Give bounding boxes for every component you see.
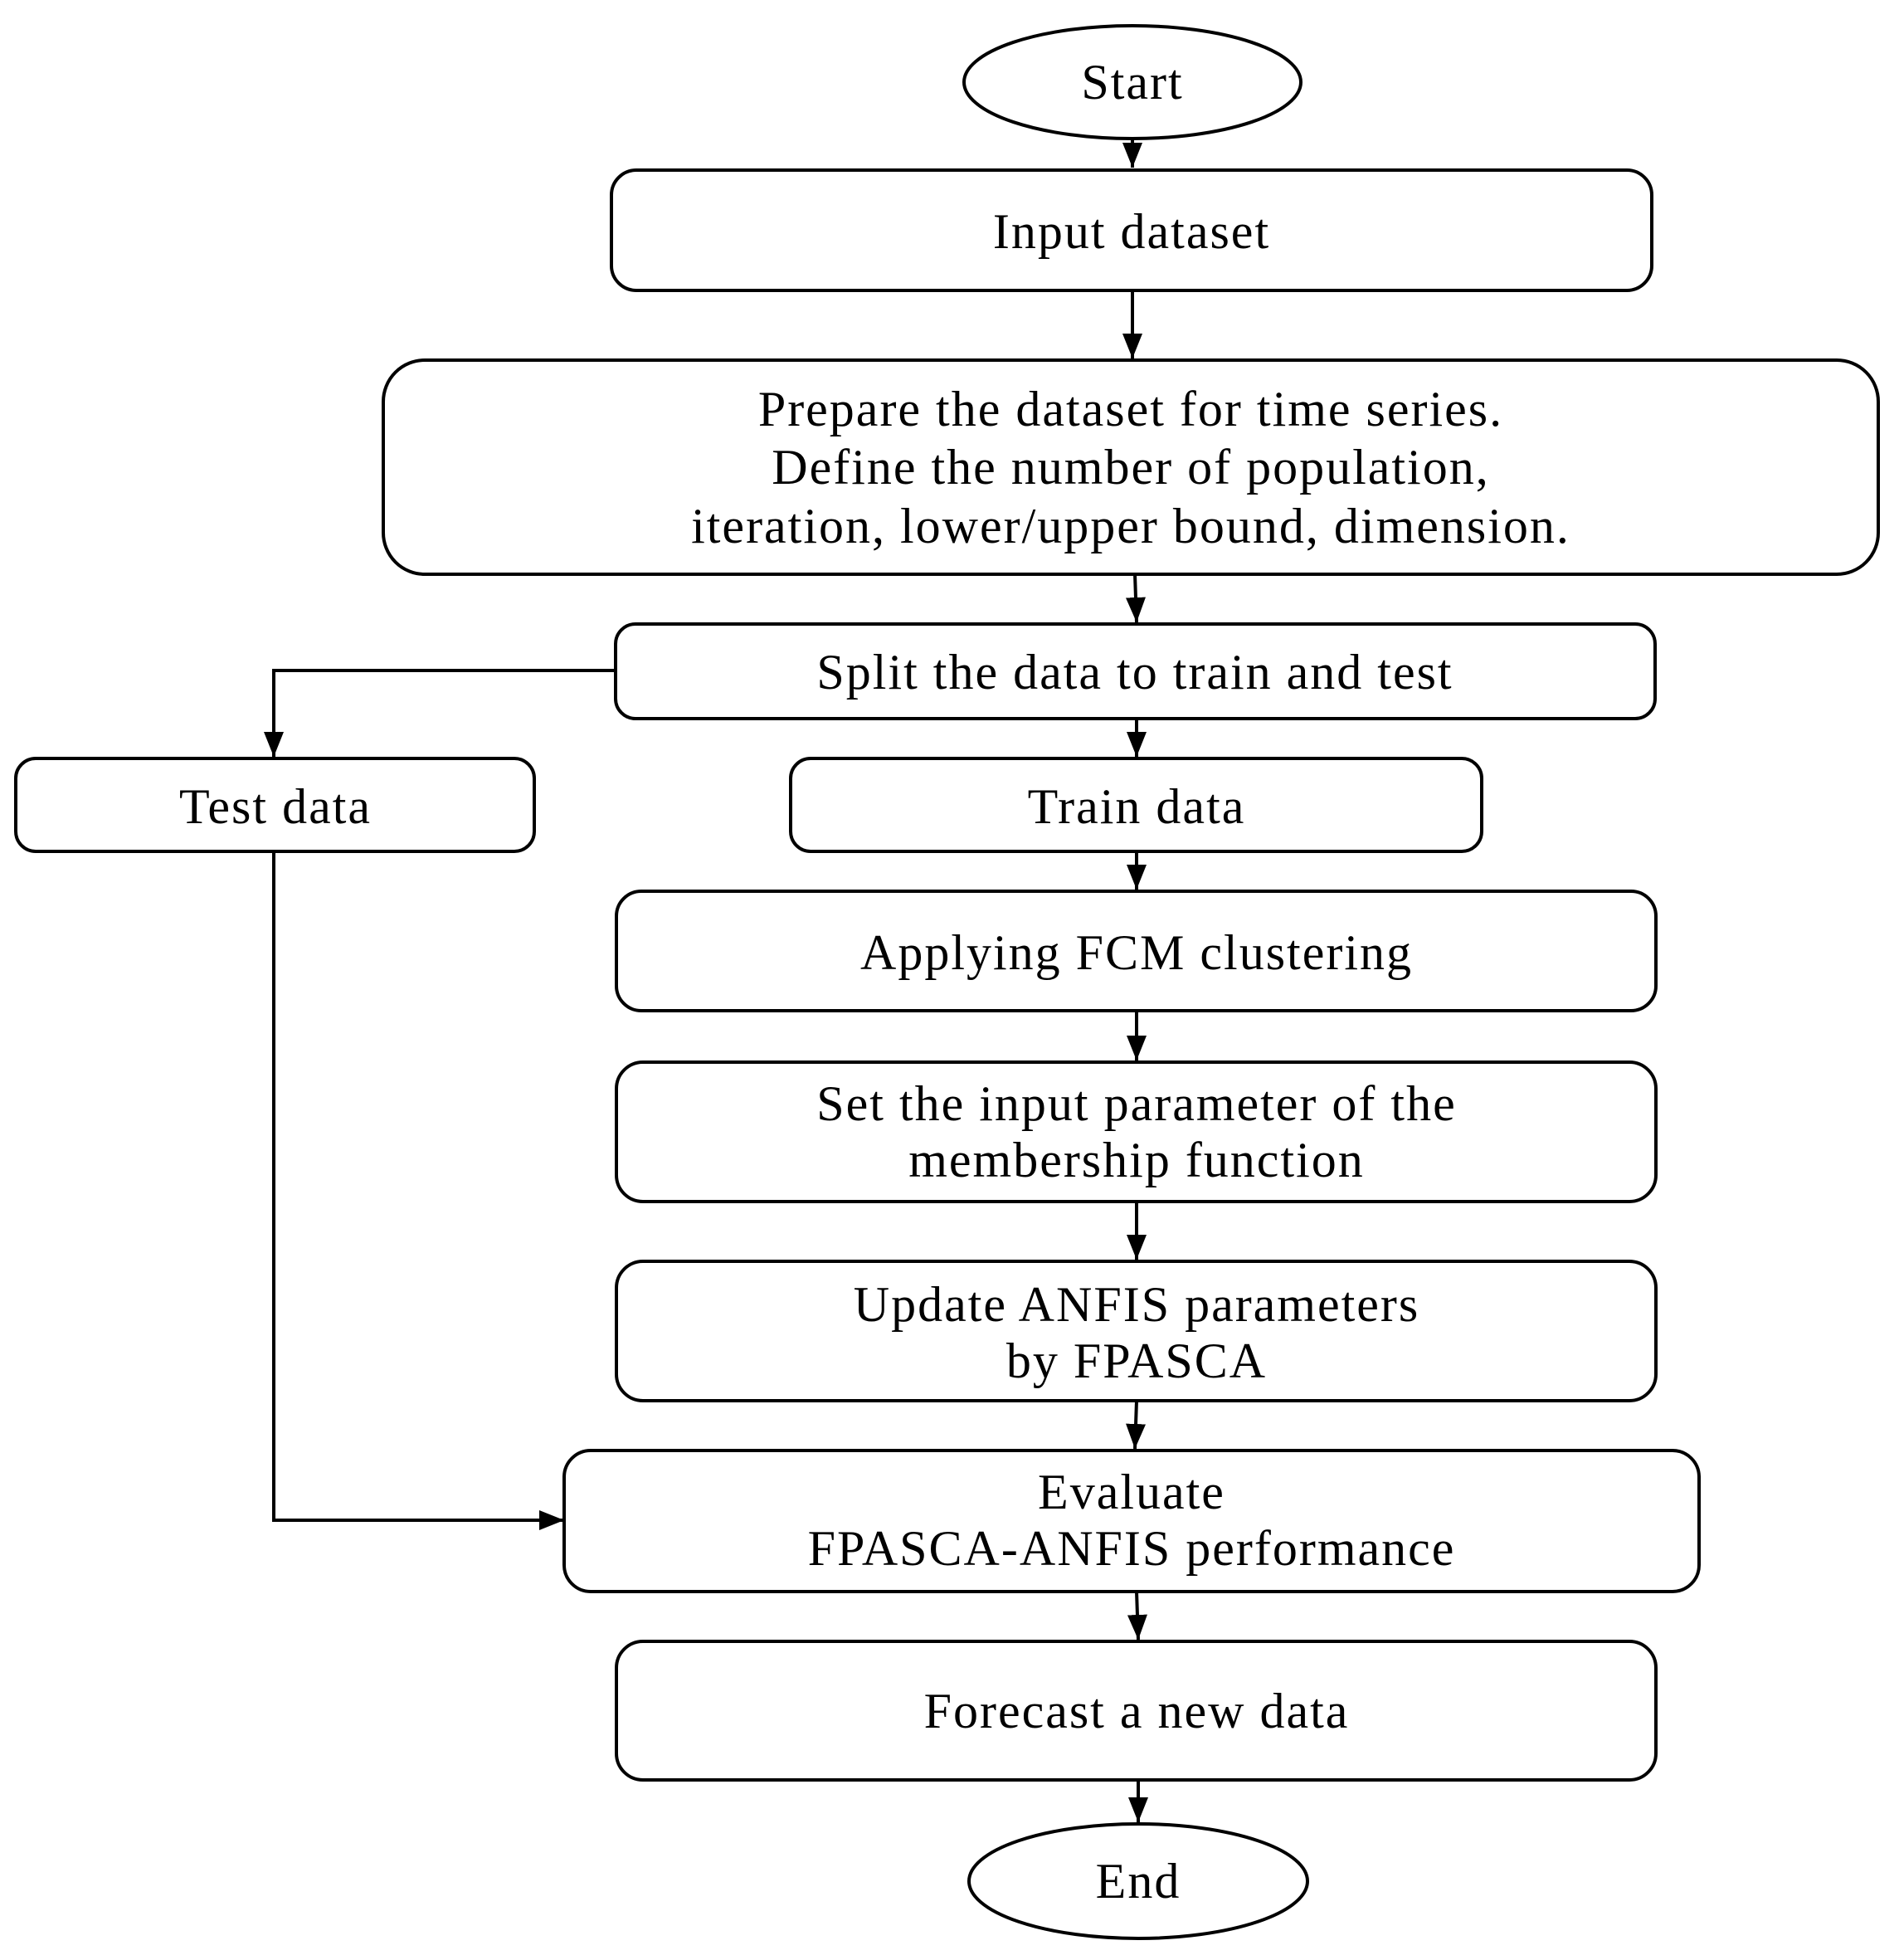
arrow-update-to-evaluate (1126, 1400, 1147, 1450)
set-parameters-label-line-1: Set the input parameter of the (816, 1076, 1456, 1131)
evaluate-label-line-2: FPASCA-ANFIS performance (808, 1521, 1456, 1576)
split-label: Split the data to train and test (816, 645, 1453, 700)
test-data-label: Test data (179, 779, 372, 834)
fcm-label: Applying FCM clustering (860, 925, 1413, 980)
arrow-prepare-to-split (1125, 573, 1146, 623)
update-anfis-node: Update ANFIS parameters by FPASCA (615, 1260, 1658, 1402)
arrow-test-to-evaluate (272, 851, 564, 1530)
arrow-evaluate-to-forecast (1127, 1591, 1147, 1641)
split-node: Split the data to train and test (614, 622, 1657, 720)
input-dataset-node: Input dataset (610, 168, 1653, 292)
evaluate-label-line-1: Evaluate (1038, 1465, 1225, 1519)
arrow-split-to-test (264, 669, 616, 757)
prepare-label-line-3: iteration, lower/upper bound, dimension. (691, 499, 1570, 553)
train-data-node: Train data (789, 757, 1483, 853)
test-data-node: Test data (14, 757, 536, 853)
update-anfis-label-line-2: by FPASCA (1006, 1333, 1267, 1388)
fcm-node: Applying FCM clustering (615, 890, 1658, 1012)
forecast-label: Forecast a new data (924, 1684, 1350, 1738)
prepare-label-line-2: Define the number of population, (772, 440, 1489, 495)
train-data-label: Train data (1028, 779, 1246, 834)
connectors (264, 139, 1148, 1822)
input-dataset-label: Input dataset (993, 204, 1270, 259)
set-parameters-label-line-2: membership function (908, 1133, 1365, 1187)
end-node: End (967, 1822, 1309, 1940)
end-label: End (1096, 1854, 1181, 1909)
update-anfis-label-line-1: Update ANFIS parameters (854, 1277, 1420, 1332)
start-node: Start (962, 24, 1303, 140)
set-parameters-node: Set the input parameter of the membershi… (615, 1060, 1658, 1203)
forecast-node: Forecast a new data (615, 1640, 1658, 1782)
prepare-label-line-1: Prepare the dataset for time series. (758, 382, 1503, 436)
evaluate-node: Evaluate FPASCA-ANFIS performance (562, 1449, 1701, 1593)
prepare-node: Prepare the dataset for time series. Def… (382, 358, 1880, 576)
start-label: Start (1081, 55, 1183, 110)
